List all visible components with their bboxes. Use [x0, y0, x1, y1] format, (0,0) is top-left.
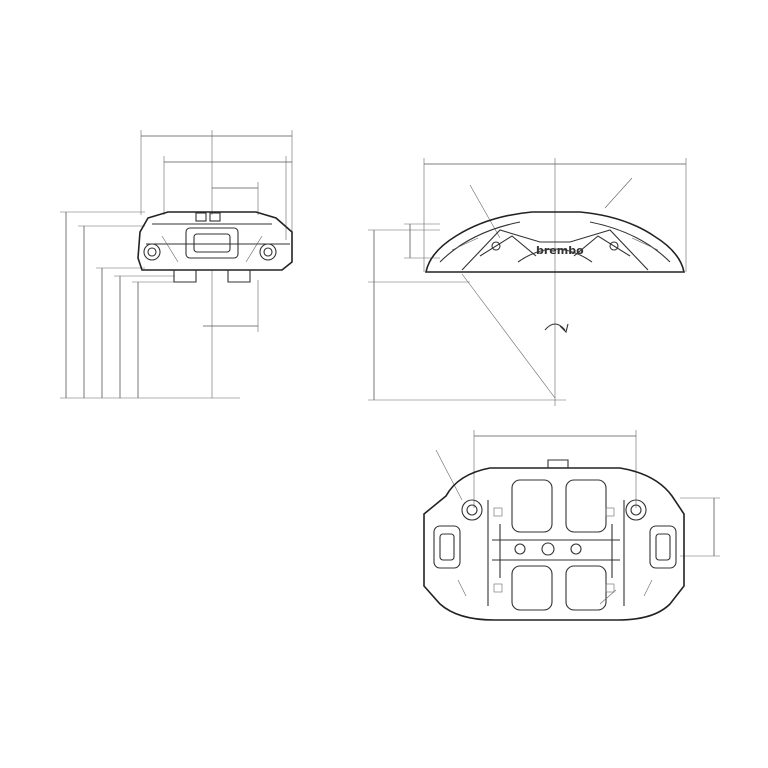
front-view-caliper-body: brembo [425, 211, 685, 273]
front-view-dimensions [368, 158, 687, 406]
top-view-caliper-body [423, 459, 685, 621]
side-view-dimensions-top [140, 130, 293, 258]
front-view: brembo [368, 158, 687, 406]
top-view-dimensions [435, 430, 720, 557]
side-view-dimensions-left [60, 211, 259, 399]
front-view-logo: brembo [536, 244, 584, 257]
side-view-caliper-body [137, 211, 293, 283]
side-view [60, 130, 293, 399]
top-view [423, 430, 720, 621]
